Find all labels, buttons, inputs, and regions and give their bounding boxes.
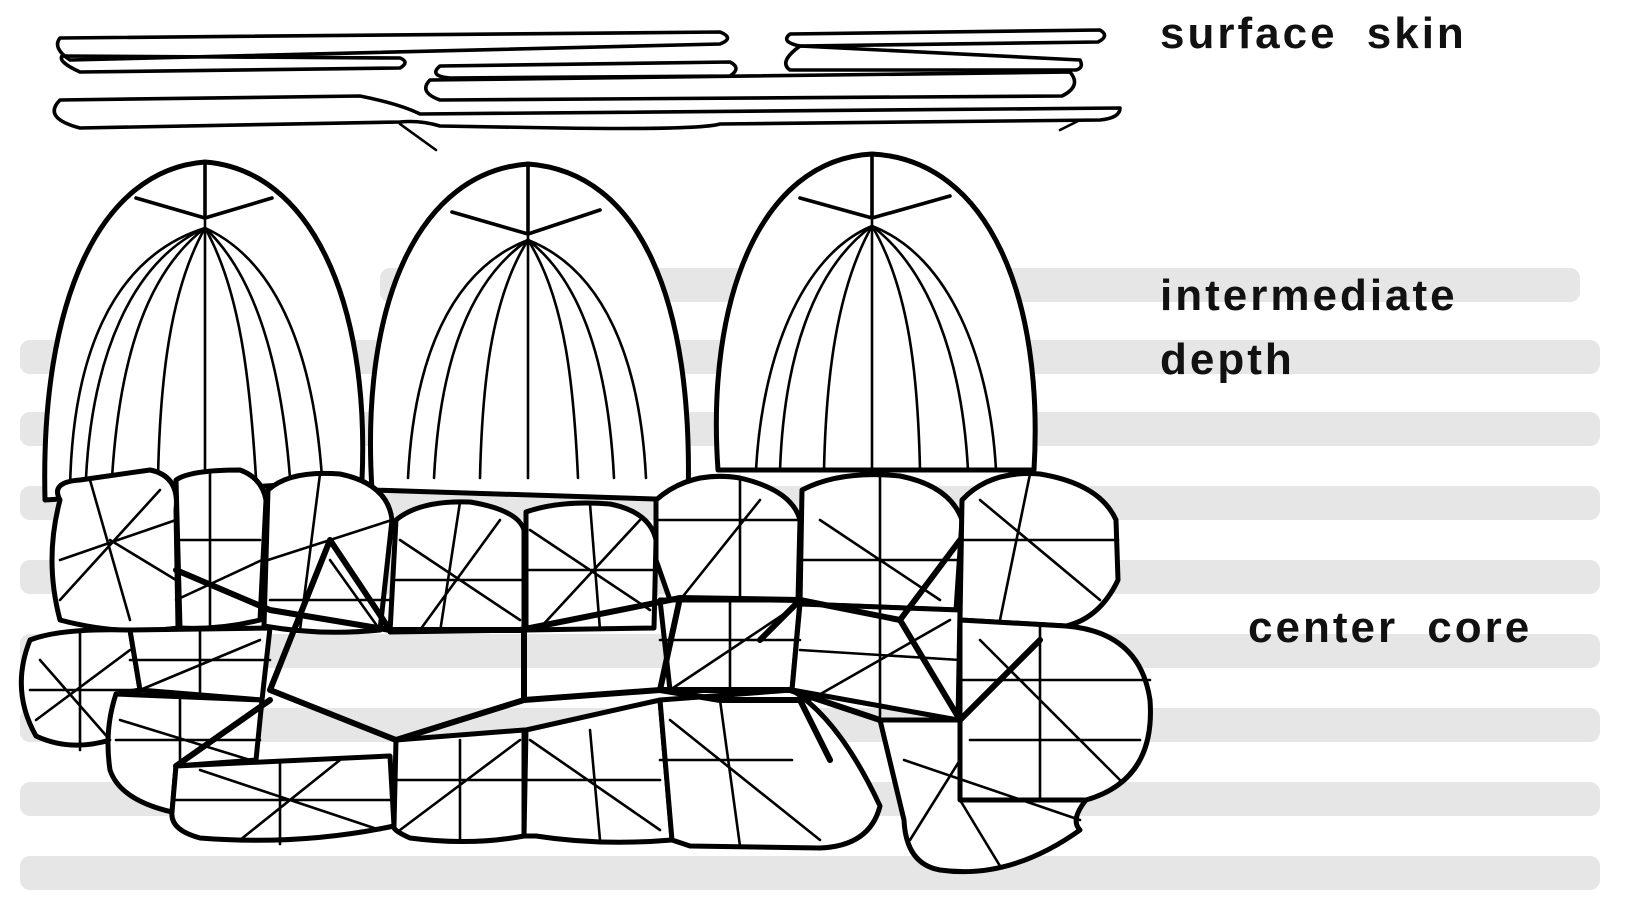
polygonal-cell (52, 470, 178, 631)
elongated-cell (45, 162, 363, 500)
elongated-cell (716, 154, 1035, 470)
flat-cell (786, 46, 1082, 70)
label-intermediate-line1: intermediate (1160, 264, 1458, 328)
flat-cell (787, 30, 1105, 46)
intermediate-layer (45, 154, 1035, 500)
flat-cell (54, 96, 1120, 129)
label-center-core: center core (1248, 596, 1532, 660)
label-intermediate-line2: depth (1160, 328, 1458, 392)
label-intermediate-depth: intermediate depth (1160, 264, 1458, 392)
surface-layer (54, 30, 1120, 150)
elongated-cell (370, 164, 688, 500)
core-layer (21, 470, 1150, 872)
label-surface-skin: surface skin (1160, 2, 1467, 66)
